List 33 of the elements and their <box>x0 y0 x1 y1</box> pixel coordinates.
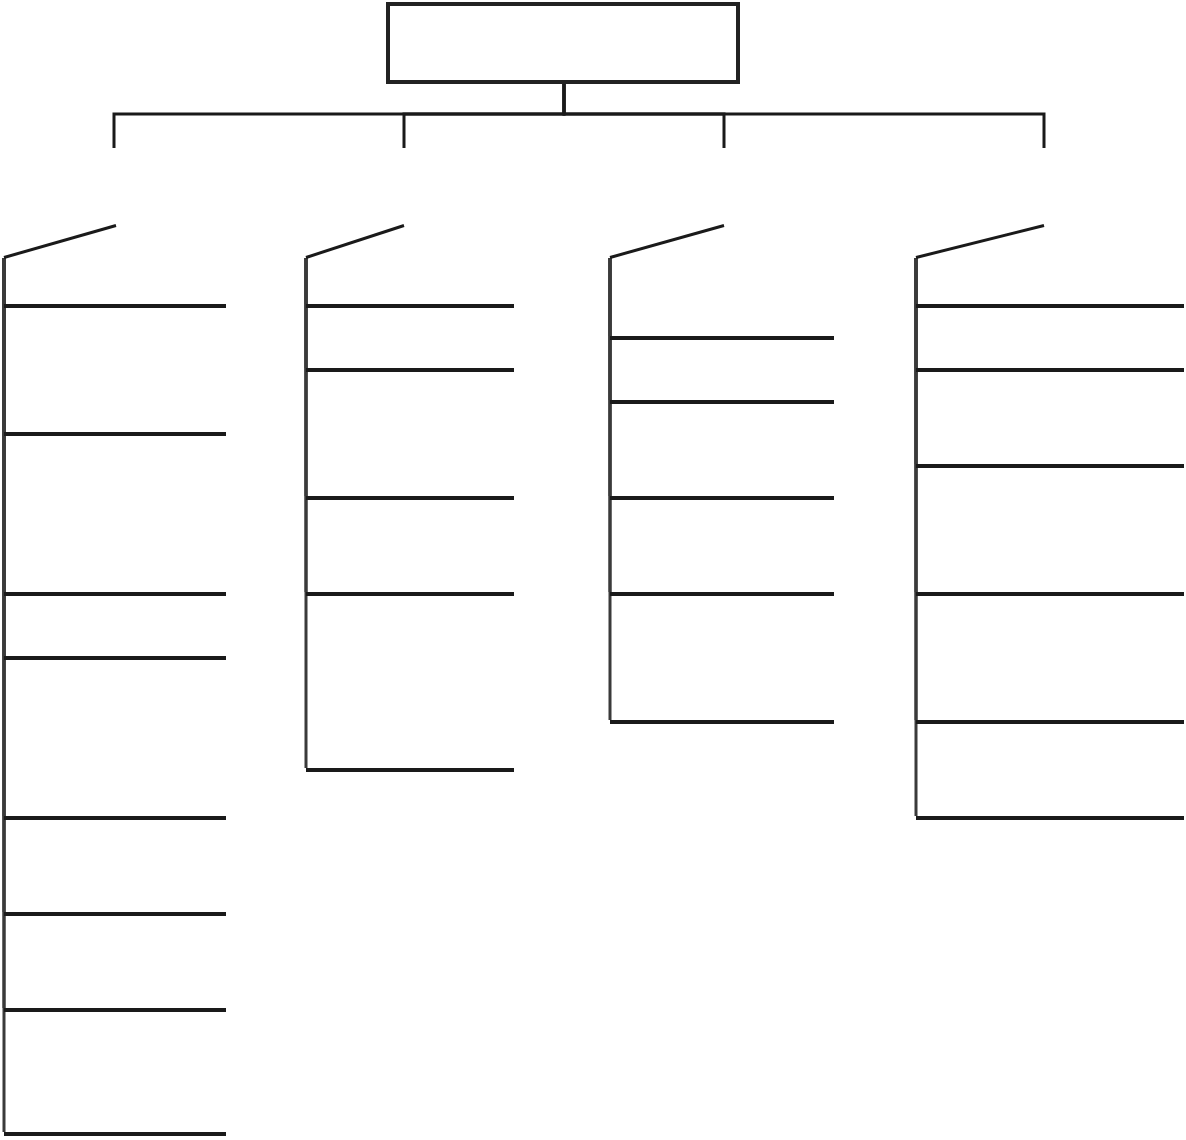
fill-in-line <box>4 592 226 596</box>
fill-in-line <box>916 592 1184 596</box>
fill-in-line <box>306 592 514 596</box>
fill-in-line <box>4 1132 226 1136</box>
fill-in-line <box>916 464 1184 468</box>
slanted-fill-in-line <box>610 224 724 260</box>
slanted-fill-in-line <box>4 224 116 260</box>
fill-in-line <box>610 336 834 340</box>
fill-in-line <box>4 912 226 916</box>
fill-in-line <box>610 720 834 724</box>
empty-box <box>386 2 740 84</box>
fill-in-line <box>610 400 834 404</box>
fill-in-line <box>610 496 834 500</box>
fill-in-line <box>4 304 226 308</box>
fill-in-line <box>4 432 226 436</box>
fill-in-line <box>306 368 514 372</box>
tree-connector <box>304 258 308 768</box>
fill-in-line <box>610 592 834 596</box>
slanted-fill-in-line <box>916 224 1044 260</box>
branch-line <box>562 84 1046 148</box>
tree-connector <box>608 258 612 720</box>
fill-in-line <box>306 304 514 308</box>
slanted-fill-in-line <box>306 224 404 260</box>
fill-in-line <box>916 368 1184 372</box>
fill-in-line <box>916 816 1184 820</box>
fill-in-line <box>306 768 514 772</box>
fill-in-line <box>916 720 1184 724</box>
fill-in-line <box>4 656 226 660</box>
fill-in-line <box>4 816 226 820</box>
tree-connector <box>914 258 918 816</box>
fill-in-line <box>4 1008 226 1012</box>
fill-in-line <box>916 304 1184 308</box>
fill-in-line <box>306 496 514 500</box>
